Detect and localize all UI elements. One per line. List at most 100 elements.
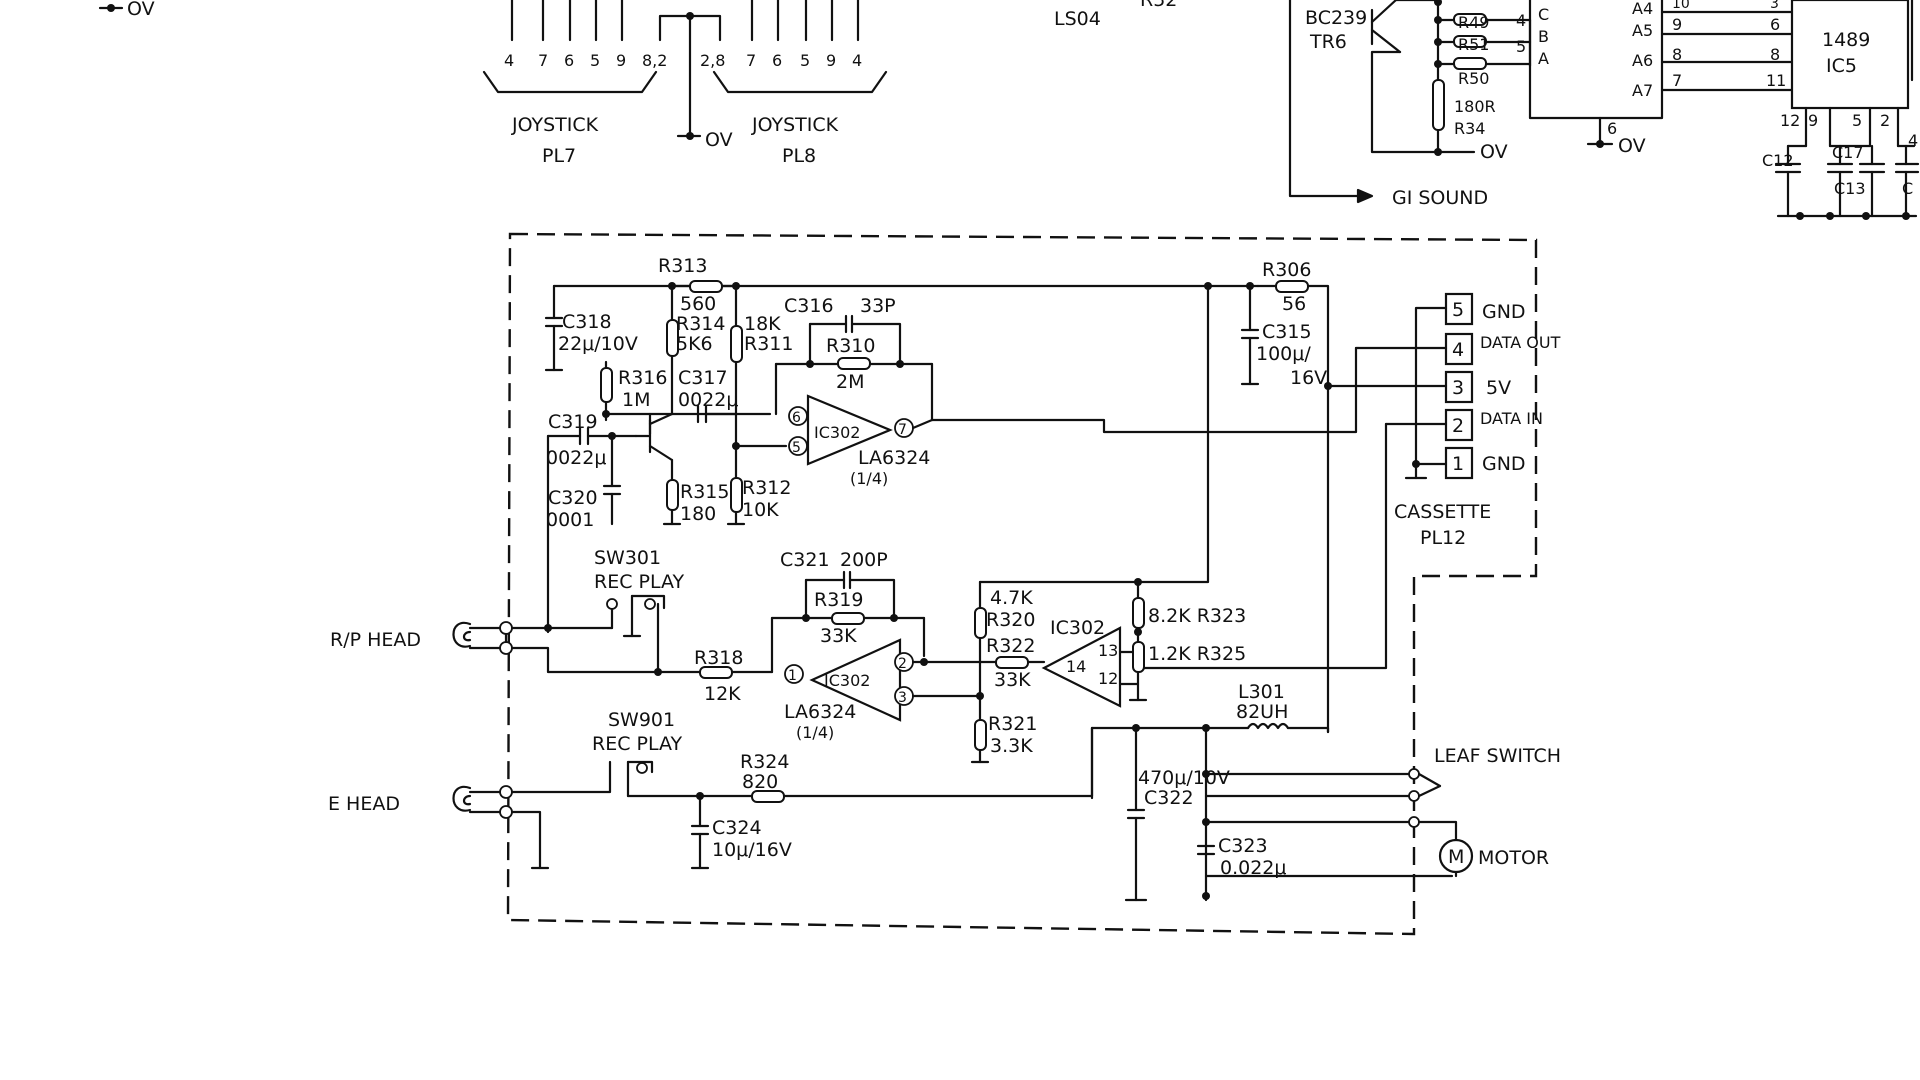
- bus-p11: 11: [1766, 71, 1786, 90]
- r325-label: 1.2K R325: [1148, 643, 1246, 665]
- r313: R313: [658, 255, 740, 293]
- pl12-pin3-num: 3: [1452, 377, 1464, 399]
- ic302c-pin14: 14: [1066, 657, 1086, 676]
- c315-value: 100μ/: [1256, 343, 1311, 365]
- pl7-pin-2: 7: [538, 51, 548, 70]
- c318-value: 22μ/10V: [558, 333, 638, 355]
- r320-r322-r321: 4.7K R320 R322 33K R321 3.3K: [970, 580, 1140, 764]
- r314-alt: 5K6: [676, 333, 713, 355]
- bus-a6: A6: [1632, 51, 1653, 70]
- ic302b-section: C321 200P R319 33K 1 2 3 IC302 LA6324 (1…: [770, 549, 982, 742]
- c322-value: 470μ/10V: [1138, 767, 1230, 789]
- supply-rail: [552, 280, 1330, 734]
- c13-label: C13: [1834, 179, 1866, 198]
- c321-ref: C321: [780, 549, 830, 571]
- r306-ref: R306: [1262, 259, 1311, 281]
- r312-ref: R312: [742, 477, 791, 499]
- pl12-pin2-num: 2: [1452, 415, 1464, 437]
- ic5-pin-5: 5: [1852, 111, 1862, 130]
- pl8-ref: PL8: [782, 145, 816, 167]
- bus-a7: A7: [1632, 81, 1653, 100]
- pl7-pin-1: 4: [504, 51, 514, 70]
- r50-label: R50: [1458, 69, 1489, 88]
- ic302c-section: IC302 14 13 12 8.2K R323 1.2K R325: [1041, 578, 1246, 708]
- c323-ref: C323: [1218, 835, 1268, 857]
- ic5-type: 1489: [1822, 29, 1870, 51]
- logic-ic-fragment: C B A 4 5 6 OV: [1516, 0, 1664, 157]
- ic5-pin-9: 9: [1808, 111, 1818, 130]
- pl8-pin-5: 9: [826, 51, 836, 70]
- pl7-ref: PL7: [542, 145, 576, 167]
- r51-label: R51: [1458, 35, 1489, 54]
- r322-value: 33K: [994, 669, 1031, 691]
- r320-value: 4.7K: [990, 587, 1033, 609]
- bus-p6: 6: [1770, 15, 1780, 34]
- r314-ref: R314: [676, 313, 725, 335]
- c322-ref: C322: [1144, 787, 1194, 809]
- c-partial-label: C: [1902, 179, 1913, 198]
- pl12-pin1-num: 1: [1452, 453, 1464, 475]
- c12-label: C12: [1762, 151, 1794, 170]
- pl7-pin-5: 9: [616, 51, 626, 70]
- c319-ref: C319: [548, 411, 598, 433]
- r319-value: 33K: [820, 625, 857, 647]
- ic302b-pin3: 3: [898, 690, 907, 706]
- c320-ref: C320: [548, 487, 598, 509]
- pl12-pin5-num: 5: [1452, 299, 1464, 321]
- pin-b: B: [1538, 27, 1549, 46]
- pl12-pin5-label: GND: [1482, 301, 1526, 323]
- pl12-name: CASSETTE: [1394, 501, 1491, 523]
- e-head-label: E HEAD: [328, 793, 400, 815]
- gi-sound-line: GI SOUND: [1288, 0, 1488, 209]
- r321-ref: R321: [988, 713, 1037, 735]
- pl7-pin-4: 5: [590, 51, 600, 70]
- r312-value: 10K: [742, 499, 779, 521]
- pl8-name: JOYSTICK: [751, 114, 839, 136]
- c320-value: 0001: [546, 509, 594, 531]
- pl12-pin3-label: 5V: [1486, 377, 1511, 399]
- c319-c320: C319 0022μ C320 0001: [546, 411, 638, 634]
- c323-value: 0.022μ: [1220, 857, 1286, 879]
- sw901-label: REC PLAY: [592, 733, 683, 755]
- c317-value: 0022μ: [678, 389, 738, 411]
- pl7-name: JOYSTICK: [511, 114, 599, 136]
- l301-ref: L301: [1238, 681, 1285, 703]
- joystick-pl7: 4 7 6 5 9 8,2 JOYSTICK PL7: [482, 0, 667, 167]
- pl12-pin1-label: GND: [1482, 453, 1526, 475]
- ic302a-feedback: C316 33P R310 2M: [774, 295, 934, 422]
- pl8-pin-3: 6: [772, 51, 782, 70]
- ov-label-left: OV: [127, 0, 155, 20]
- ic302c-pin13: 13: [1098, 641, 1118, 660]
- c315-ref: C315: [1262, 321, 1312, 343]
- r313-ref: R313: [658, 255, 707, 277]
- pin-4: 4: [1516, 11, 1526, 30]
- ic302a: 6 5 7 IC302 LA6324 (1/4): [788, 346, 1358, 488]
- c324-ref: C324: [712, 817, 762, 839]
- pl8-pin-2: 7: [746, 51, 756, 70]
- e-head-section: E HEAD SW901 REC PLAY R324 820 C324 10μ/…: [328, 709, 1094, 870]
- ic302a-pin5: 5: [792, 440, 801, 456]
- r318-value: 12K: [704, 683, 741, 705]
- bus-n9: 9: [1672, 15, 1682, 34]
- r315-ref: R315: [680, 481, 729, 503]
- ic302a-type: LA6324: [858, 447, 930, 469]
- gi-sound-label: GI SOUND: [1392, 187, 1488, 209]
- pl12-pin4-label: DATA OUT: [1480, 333, 1561, 352]
- r319-ref: R319: [814, 589, 863, 611]
- rp-head-label: R/P HEAD: [330, 629, 421, 651]
- pl8-pin-6: 4: [852, 51, 862, 70]
- preamp-transistor: R316 1M C317 0022μ R315 180: [600, 360, 772, 526]
- ic302b-pin1: 1: [788, 668, 797, 684]
- leaf-switch-label: LEAF SWITCH: [1434, 745, 1561, 767]
- ic5-pin-extra: 4: [1908, 131, 1918, 150]
- ov-label-joystick: OV: [705, 129, 733, 151]
- ic5: 1489 IC5 12 9 5 2 4 C12: [1762, 0, 1920, 220]
- ic5-ref: IC5: [1826, 55, 1857, 77]
- ls04-label: LS04: [1054, 8, 1101, 30]
- bus-a5: A5: [1632, 21, 1653, 40]
- r34-value: 180R: [1454, 97, 1496, 116]
- joystick-common-ground: OV: [658, 12, 733, 151]
- r34-ref: R34: [1454, 119, 1485, 138]
- r316-value: 1M: [622, 389, 650, 411]
- c318: C318 22μ/10V: [544, 284, 638, 372]
